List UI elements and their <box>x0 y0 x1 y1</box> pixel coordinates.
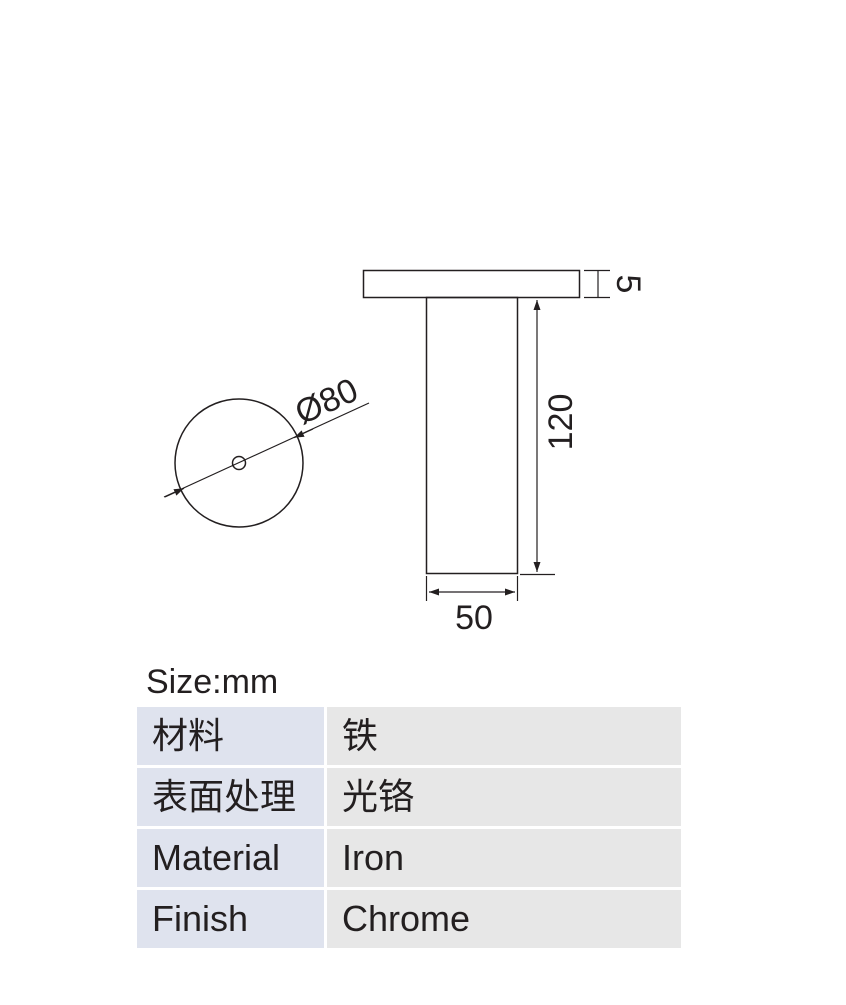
width-label: 50 <box>455 599 493 637</box>
spec-key: 表面处理 <box>137 768 327 829</box>
table-row: Finish Chrome <box>137 890 681 948</box>
diameter-arrow-right <box>293 428 314 439</box>
spec-key: 材料 <box>137 707 327 768</box>
spec-value: 铁 <box>327 707 681 768</box>
spec-key: Finish <box>137 890 327 948</box>
diameter-leader-line <box>163 402 370 498</box>
flange-plate <box>362 269 581 299</box>
top-view: Ø80 <box>163 371 370 528</box>
diameter-arrow-left <box>164 487 185 498</box>
table-row: 表面处理 光铬 <box>137 768 681 829</box>
flange-thickness-label: 5 <box>609 275 647 294</box>
technical-drawing: Ø80 5 120 50 <box>163 269 647 637</box>
side-view: 5 120 50 <box>362 269 647 637</box>
spec-value: Chrome <box>327 890 681 948</box>
spec-value: 光铬 <box>327 768 681 829</box>
spec-value: Iron <box>327 829 681 890</box>
top-view-outline <box>174 398 304 528</box>
center-hole <box>231 455 247 471</box>
table-row: 材料 铁 <box>137 707 681 768</box>
spec-key: Material <box>137 829 327 890</box>
height-label: 120 <box>542 394 580 451</box>
table-row: Material Iron <box>137 829 681 890</box>
size-unit-note: Size:mm <box>146 663 279 701</box>
spec-table: 材料 铁 表面处理 光铬 Material Iron Finish Chrome <box>137 707 681 948</box>
post-body <box>425 296 519 575</box>
